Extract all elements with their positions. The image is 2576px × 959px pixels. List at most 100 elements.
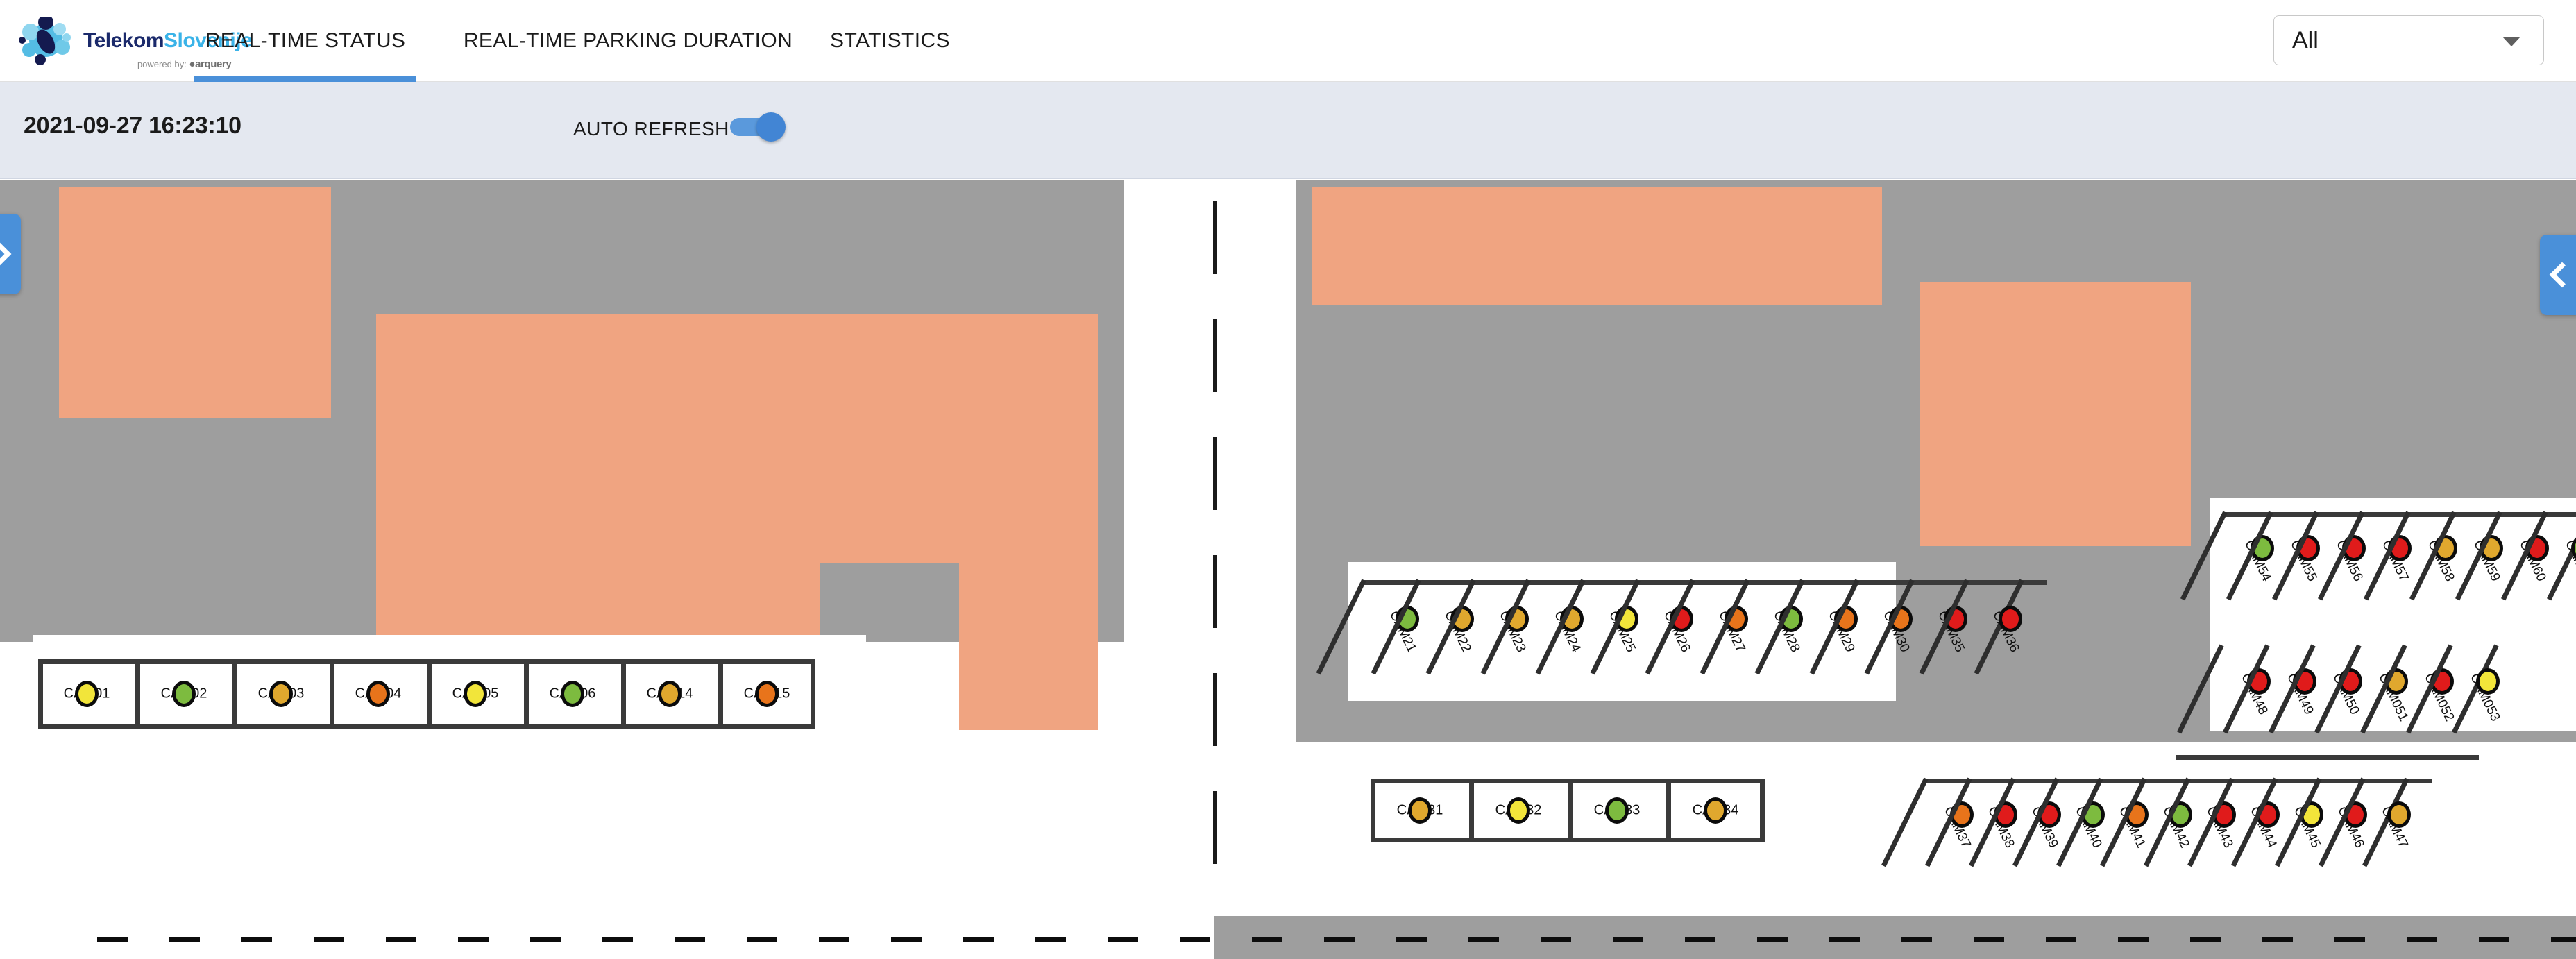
- slot-status-indicator[interactable]: [1704, 797, 1727, 824]
- road-lane-dash: [2190, 937, 2221, 942]
- slot-status-indicator[interactable]: [658, 681, 681, 707]
- brand-logo[interactable]: TelekomSlovenije - powered by: ●arquery: [15, 11, 253, 74]
- road-lane-dash: [1974, 937, 2004, 942]
- parking-slot[interactable]: CAM14: [621, 659, 718, 729]
- slot-status-indicator[interactable]: [1998, 605, 2022, 632]
- slot-status-indicator[interactable]: [269, 681, 293, 707]
- road-lane-dash: [1829, 937, 1860, 942]
- slot-divider: [135, 659, 140, 729]
- road-lane-dash: [1685, 937, 1715, 942]
- slot-divider: [1371, 779, 1375, 842]
- powered-by-prefix: - powered by:: [132, 59, 187, 69]
- parquery-logo-icon: ●arquery: [189, 58, 232, 70]
- road-lane-dash: [675, 937, 705, 942]
- chevron-down-icon: [2502, 37, 2520, 46]
- chevron-right-icon: [0, 241, 12, 267]
- white-row-center: [1348, 562, 1896, 701]
- slot-status-indicator[interactable]: [464, 681, 487, 707]
- road-lane-dash: [891, 937, 922, 942]
- slot-divider: [330, 659, 334, 729]
- parking-slot[interactable]: CAM02: [135, 659, 232, 729]
- telekom-logo-icon: [19, 17, 71, 65]
- road-lane-dash: [530, 937, 561, 942]
- road-lane-dash: [602, 937, 633, 942]
- slot-status-indicator[interactable]: [172, 681, 196, 707]
- tab-label: REAL-TIME PARKING DURATION: [463, 29, 793, 52]
- slot-status-indicator[interactable]: [75, 681, 99, 707]
- road-lane-dash: [97, 937, 128, 942]
- road-lane-dash: [1324, 937, 1355, 942]
- slot-status-indicator[interactable]: [1408, 797, 1432, 824]
- parking-slot[interactable]: CAM31: [1371, 779, 1469, 842]
- road-center-dash: [1213, 555, 1217, 628]
- slot-divider: [232, 659, 237, 729]
- road-lane-dash: [1180, 937, 1210, 942]
- road-lane-dash: [169, 937, 200, 942]
- road-lane-dash: [1757, 937, 1788, 942]
- road-lane-dash: [458, 937, 489, 942]
- building-center-right-leg: [959, 563, 1098, 730]
- road-center-dash: [1213, 791, 1217, 864]
- slot-divider: [524, 659, 529, 729]
- slot-divider: [1469, 779, 1474, 842]
- slot-status-indicator[interactable]: [755, 681, 779, 707]
- tab-label: STATISTICS: [830, 29, 950, 52]
- road-lane-dash: [747, 937, 777, 942]
- parking-slot[interactable]: CAM04: [330, 659, 427, 729]
- tab-statistics[interactable]: STATISTICS: [815, 0, 965, 82]
- row-rail: [2223, 512, 2576, 517]
- parking-slot[interactable]: CAM03: [232, 659, 330, 729]
- slot-divider: [1760, 779, 1765, 842]
- tab-real-time-status[interactable]: REAL-TIME STATUS: [194, 0, 416, 82]
- slot-status-indicator[interactable]: [1507, 797, 1530, 824]
- tab-active-underline: [815, 76, 965, 82]
- parking-slot[interactable]: CAM33: [1568, 779, 1666, 842]
- chevron-left-icon: [2549, 262, 2575, 288]
- slot-divider: [811, 659, 815, 729]
- slot-status-indicator[interactable]: [2387, 801, 2412, 828]
- parking-row-east-upper: CAM54CAM55CAM56CAM57CAM58CAM59CAM60CAM61: [2180, 511, 2576, 637]
- parking-slot[interactable]: CAM05: [427, 659, 524, 729]
- slot-divider: [718, 659, 723, 729]
- road-lane-dash: [819, 937, 849, 942]
- site-filter-dropdown[interactable]: All: [2273, 15, 2544, 65]
- parking-slot[interactable]: CAM01: [38, 659, 135, 729]
- road-lane-dash: [1108, 937, 1138, 942]
- parking-slot[interactable]: CAM06: [524, 659, 621, 729]
- road-lane-dash: [2046, 937, 2076, 942]
- slot-status-indicator[interactable]: [1605, 797, 1629, 824]
- slot-status-indicator[interactable]: [2475, 668, 2500, 695]
- tab-active-underline: [194, 76, 416, 82]
- road-lane-dash: [1541, 937, 1571, 942]
- tab-label: REAL-TIME STATUS: [205, 29, 406, 52]
- road-lane-dash: [1901, 937, 1932, 942]
- road-lane-dash: [386, 937, 416, 942]
- slot-divider: [621, 659, 626, 729]
- building-ne: [1312, 187, 1882, 305]
- road-center-dash: [1213, 319, 1217, 392]
- building-e: [1920, 282, 2191, 546]
- parking-slot[interactable]: CAM32: [1469, 779, 1568, 842]
- road-lane-dash: [1035, 937, 1066, 942]
- parking-slot[interactable]: CAM34: [1666, 779, 1765, 842]
- road-center-dash: [1213, 673, 1217, 746]
- parking-row-center-small: CAM31CAM32CAM33CAM34: [1371, 779, 1765, 842]
- parking-map[interactable]: CAM01CAM02CAM03CAM04CAM05CAM06CAM14CAM15…: [0, 180, 2576, 959]
- row-rail: [2176, 755, 2479, 760]
- site-filter-value[interactable]: All: [2273, 15, 2544, 65]
- road-lane-dash: [2118, 937, 2149, 942]
- slot-divider: [1568, 779, 1573, 842]
- tab-real-time-parking-duration[interactable]: REAL-TIME PARKING DURATION: [455, 0, 802, 82]
- parking-slot[interactable]: CAM15: [718, 659, 815, 729]
- right-drawer-handle[interactable]: [2540, 235, 2576, 315]
- road-lane-dash: [2407, 937, 2437, 942]
- left-drawer-handle[interactable]: [0, 214, 21, 294]
- road-lane-dash: [2262, 937, 2293, 942]
- parking-row-east-lower: CAM48CAM49CAM50CAM051CAM052CAM053: [2176, 644, 2522, 770]
- slot-status-indicator[interactable]: [366, 681, 390, 707]
- slot-status-indicator[interactable]: [561, 681, 584, 707]
- auto-refresh-toggle[interactable]: [730, 112, 787, 142]
- road-lane-dash: [1468, 937, 1499, 942]
- road-lane-dash: [1613, 937, 1643, 942]
- slot-divider: [427, 659, 432, 729]
